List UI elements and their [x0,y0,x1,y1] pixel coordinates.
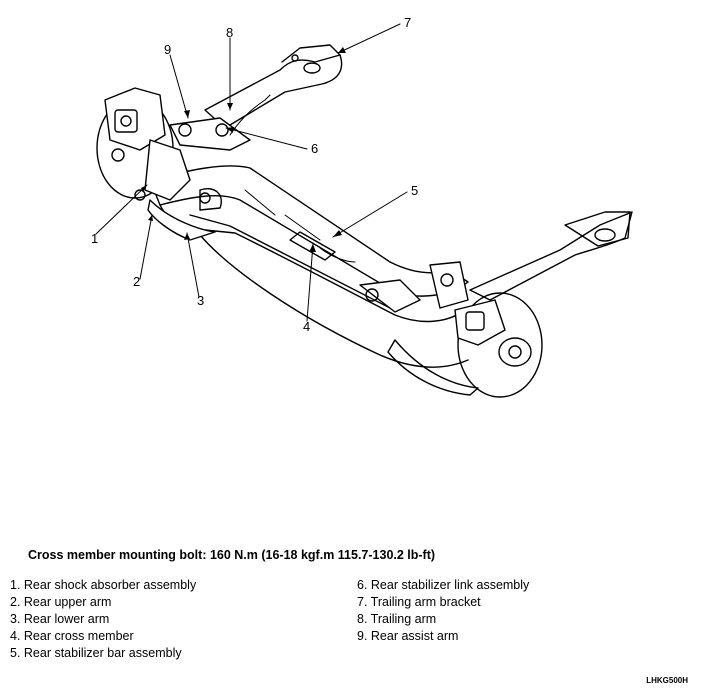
legend-item: 3. Rear lower arm [10,612,110,626]
callout-6: 6 [311,141,319,156]
legend-item: 2. Rear upper arm [10,595,112,609]
legend-item: 9. Rear assist arm [357,629,459,643]
legend-item: 4. Rear cross member [10,629,134,643]
legend-left: 1. Rear shock absorber assembly 2. Rear … [10,577,196,662]
right-trailing-arm-shape [469,211,633,301]
left-caliper [104,87,166,151]
legend-item: 7. Trailing arm bracket [357,595,481,609]
legend-item: 5. Rear stabilizer bar assembly [10,646,182,660]
figure-code: LHKG500H [646,676,688,685]
callout-9: 9 [164,42,172,57]
right-brake-disc [457,292,543,398]
leader-lines [95,23,408,322]
callout-2: 2 [133,274,141,289]
cross-member-shape [149,165,469,297]
leader-arrowheads [141,47,346,252]
legend-item: 6. Rear stabilizer link assembly [357,578,530,592]
callout-1: 1 [91,231,99,246]
rear-suspension-diagram: 1 2 3 4 5 6 7 8 9 [91,15,633,398]
callout-7: 7 [404,15,412,30]
suspension-drawing [95,23,633,398]
callout-4: 4 [303,319,311,334]
callout-8: 8 [226,25,234,40]
left-trailing-arm-shape [204,54,343,129]
legend-right: 6. Rear stabilizer link assembly 7. Trai… [357,577,529,645]
legend-item: 1. Rear shock absorber assembly [10,578,197,592]
callout-3: 3 [197,293,205,308]
torque-note: Cross member mounting bolt: 160 N.m (16-… [28,548,436,562]
callout-5: 5 [411,183,419,198]
legend-item: 8. Trailing arm [357,612,437,626]
